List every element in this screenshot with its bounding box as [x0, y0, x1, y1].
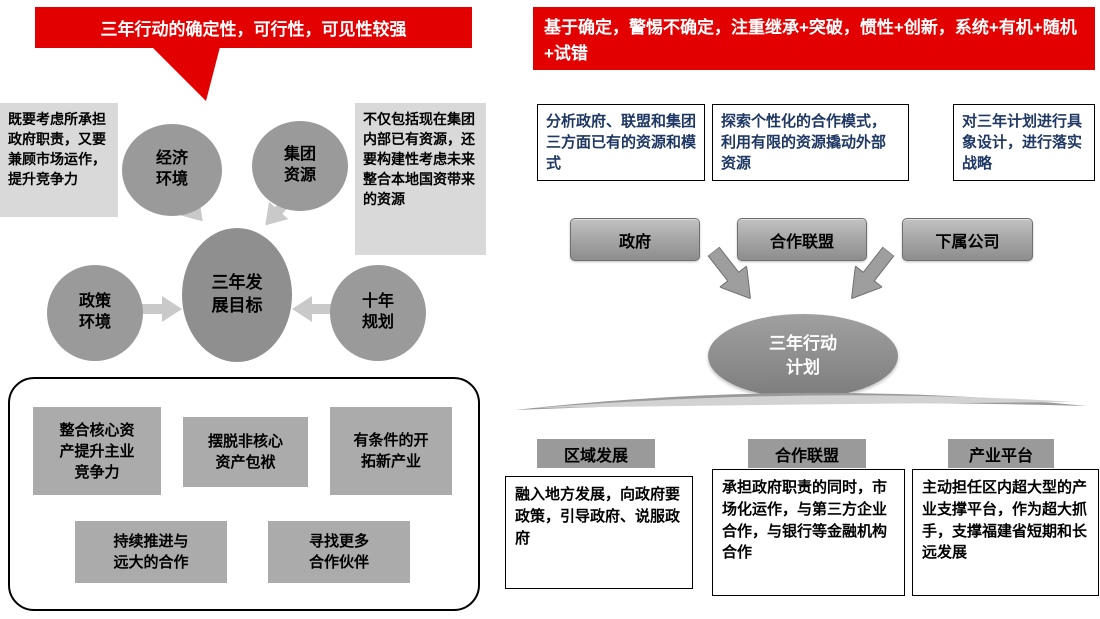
note-government-duty: 既要考虑所承担政府职责，又要兼顾市场运作，提升竞争力	[0, 103, 118, 217]
ellipse-three-year-goal: 三年发展目标	[182, 228, 292, 362]
strategy-core-assets-label: 整合核心资产提升主业竞争力	[59, 421, 135, 481]
callout-tail-shape	[152, 47, 220, 101]
section-header-cooperation-alliance-label: 合作联盟	[774, 447, 839, 465]
right-banner: 基于确定，警惕不确定，注重继承+突破，惯性+创新，系统+有机+随机+试错	[533, 7, 1095, 70]
analysis-box-resources-text: 分析政府、联盟和集团三方面已有的资源和模式	[546, 113, 697, 172]
section-header-industry-platform-label: 产业平台	[968, 447, 1033, 465]
arrow-right-to-action-plan-icon	[850, 246, 895, 300]
entity-alliance: 合作联盟	[737, 218, 867, 261]
section-body-cooperation-alliance: 承担政府职责的同时，市场化运作，与第三方企业合作，与银行等金融机构合作	[712, 469, 905, 596]
note-group-resources: 不仅包括现在集团内部已有资源，还要构建性考虑未来整合本地国资带来的资源	[355, 103, 486, 255]
entity-subsidiary: 下属公司	[902, 218, 1033, 261]
strategy-partners: 寻找更多合作伙伴	[268, 521, 410, 583]
circle-policy-label: 政策环境	[78, 293, 111, 331]
right-banner-text: 基于确定，警惕不确定，注重继承+突破，惯性+创新，系统+有机+随机+试错	[544, 18, 1077, 63]
arrow-policy-to-goal-icon	[138, 296, 182, 322]
circle-economy-environment: 经济环境	[122, 124, 222, 216]
circle-policy-environment: 政策环境	[47, 265, 143, 361]
strategy-cooperation-label: 持续推进与远大的合作	[113, 533, 189, 571]
strategy-noncore-assets-label: 摆脱非核心资产包袱	[207, 433, 283, 471]
strategy-new-industry: 有条件的开拓新产业	[330, 407, 452, 495]
arrow-left-to-action-plan-icon	[707, 246, 752, 300]
strategy-partners-label: 寻找更多合作伙伴	[308, 533, 369, 571]
arrow-tenyear-to-goal-icon	[292, 296, 336, 322]
circle-ten-year-plan: 十年规划	[330, 265, 426, 361]
section-header-cooperation-alliance: 合作联盟	[748, 439, 866, 468]
analysis-box-cooperation-mode: 探索个性化的合作模式，利用有限的资源撬动外部资源	[712, 104, 909, 181]
strategy-new-industry-label: 有条件的开拓新产业	[353, 432, 429, 470]
note-government-duty-text: 既要考虑所承担政府职责，又要兼顾市场运作，提升竞争力	[8, 111, 106, 187]
strategy-noncore-assets: 摆脱非核心资产包袱	[183, 417, 308, 487]
left-callout-text: 三年行动的确定性，可行性，可见性较强	[100, 20, 407, 39]
action-plan-label: 三年行动计划	[769, 334, 837, 377]
circle-group-resources: 集团资源	[252, 121, 348, 211]
analysis-box-plan-design: 对三年计划进行具象设计，进行落实战略	[953, 104, 1095, 181]
analysis-box-cooperation-mode-text: 探索个性化的合作模式，利用有限的资源撬动外部资源	[721, 113, 887, 172]
section-body-regional-development-text: 融入地方发展，向政府要政策，引导政府、说服政府	[515, 486, 681, 547]
strategy-cooperation: 持续推进与远大的合作	[75, 521, 227, 583]
section-body-regional-development: 融入地方发展，向政府要政策，引导政府、说服政府	[505, 476, 693, 589]
circle-group-label: 集团资源	[283, 146, 316, 184]
section-header-regional-development-label: 区域发展	[563, 447, 628, 465]
circle-tenyear-label: 十年规划	[361, 293, 394, 331]
entity-government-label: 政府	[618, 233, 651, 251]
entity-subsidiary-label: 下属公司	[935, 233, 1000, 251]
entity-government: 政府	[570, 218, 700, 261]
section-body-industry-platform: 主动担任区内超大型的产业支撑平台，作为超大抓手，支撑福建省短期和长远发展	[912, 469, 1099, 596]
platform-swoosh-shape	[515, 392, 1087, 410]
analysis-box-resources: 分析政府、联盟和集团三方面已有的资源和模式	[537, 104, 705, 181]
section-body-industry-platform-text: 主动担任区内超大型的产业支撑平台，作为超大抓手，支撑福建省短期和长远发展	[922, 479, 1088, 562]
entity-alliance-label: 合作联盟	[769, 233, 834, 251]
left-callout-banner: 三年行动的确定性，可行性，可见性较强	[35, 7, 472, 48]
three-year-goal-label: 三年发展目标	[211, 273, 263, 315]
circle-economy-label: 经济环境	[155, 150, 188, 188]
section-header-industry-platform: 产业平台	[948, 439, 1054, 468]
section-body-cooperation-alliance-text: 承担政府职责的同时，市场化运作，与第三方企业合作，与银行等金融机构合作	[722, 479, 888, 562]
note-group-resources-text: 不仅包括现在集团内部已有资源，还要构建性考虑未来整合本地国资带来的资源	[363, 111, 475, 207]
section-header-regional-development: 区域发展	[537, 439, 655, 468]
ellipse-three-year-action-plan: 三年行动计划	[708, 314, 898, 398]
analysis-box-plan-design-text: 对三年计划进行具象设计，进行落实战略	[962, 113, 1083, 172]
strategy-core-assets: 整合核心资产提升主业竞争力	[33, 407, 161, 495]
